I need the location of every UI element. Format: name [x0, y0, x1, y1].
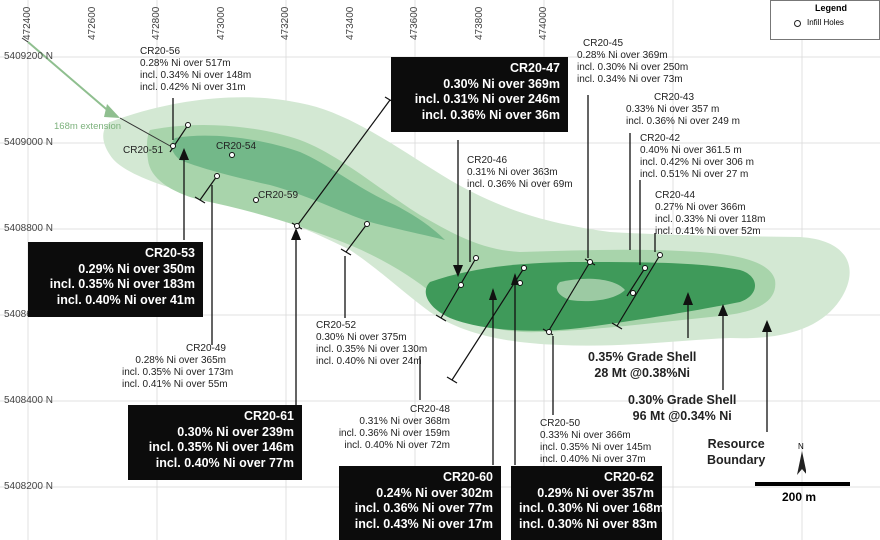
easting-label: 472400: [22, 6, 33, 40]
intercept-cr20-42: CR20-42 0.40% Ni over 361.5 m incl. 0.42…: [640, 133, 754, 180]
easting-label: 472600: [87, 6, 98, 40]
intercept-cr20-46: CR20-46 0.31% Ni over 363m incl. 0.36% N…: [467, 155, 573, 190]
intercept-cr20-52: CR20-52 0.30% Ni over 375m incl. 0.35% N…: [316, 320, 428, 367]
callout-cr20-47: CR20-47 0.30% Ni over 369m incl. 0.31% N…: [391, 57, 568, 132]
easting-label: 473800: [474, 6, 485, 40]
easting-label: 474000: [538, 6, 549, 40]
infill-hole-symbol-icon: [794, 20, 801, 27]
northing-label: 5409000 N: [4, 137, 53, 148]
callout-cr20-62: CR20-62 0.29% Ni over 357m incl. 0.30% N…: [511, 466, 664, 540]
northing-label: 5408200 N: [4, 481, 53, 492]
hole-label: CR20-54: [216, 141, 257, 152]
extension-label: 168m extension: [54, 121, 122, 132]
grade-shell-inner: [171, 135, 445, 240]
northing-label: 5408400 N: [4, 395, 53, 406]
northing-label: 5408800 N: [4, 223, 53, 234]
intercept-cr20-48: CR20-48 0.31% Ni over 368m incl. 0.36% N…: [338, 404, 450, 451]
extension-line: [27, 41, 113, 115]
drill-traces: [169, 99, 661, 381]
easting-label: 472800: [151, 6, 162, 40]
legend-item: Infill Holes: [807, 18, 844, 27]
legend-title: Legend: [815, 3, 848, 13]
easting-label: 473000: [216, 6, 227, 40]
callout-leaders: [172, 95, 768, 465]
arrowheads: [179, 148, 772, 332]
intercept-cr20-50: CR20-50 0.33% Ni over 366m incl. 0.35% N…: [540, 418, 652, 465]
grade-shell-030-label: 0.30% Grade Shell 96 Mt @0.34% Ni: [628, 393, 737, 423]
intercept-cr20-45: CR20-45 0.28% Ni over 369m incl. 0.30% N…: [577, 38, 689, 85]
north-arrow-icon: [797, 451, 806, 475]
callout-cr20-61: CR20-61 0.30% Ni over 239m incl. 0.35% N…: [128, 405, 302, 480]
hole-label: CR20-51: [123, 145, 164, 156]
resource-boundary-label: Resource Boundary: [707, 437, 766, 467]
infill-hole-collars: [170, 122, 663, 335]
scale-bar: [755, 482, 850, 486]
intercept-cr20-56: CR20-56 0.28% Ni over 517m incl. 0.34% N…: [140, 46, 252, 93]
easting-label: 473200: [280, 6, 291, 40]
grade-shell-035-label: 0.35% Grade Shell 28 Mt @0.38%Ni: [588, 350, 697, 380]
northing-label: 5409200 N: [4, 51, 53, 62]
callout-cr20-53: CR20-53 0.29% Ni over 350m incl. 0.35% N…: [28, 242, 203, 317]
legend: Legend Infill Holes: [770, 0, 880, 40]
easting-label: 473400: [345, 6, 356, 40]
hole-label: CR20-59: [258, 190, 299, 201]
scale-bar-label: 200 m: [782, 490, 817, 504]
intercept-cr20-49: CR20-49 0.28% Ni over 365m incl. 0.35% N…: [122, 343, 234, 390]
easting-label: 473600: [409, 6, 420, 40]
intercept-cr20-44: CR20-44 0.27% Ni over 366m incl. 0.33% N…: [655, 190, 766, 237]
north-label: N: [798, 442, 804, 451]
callout-cr20-60: CR20-60 0.24% Ni over 302m incl. 0.36% N…: [339, 466, 501, 540]
intercept-cr20-43: CR20-43 0.33% Ni over 357 m incl. 0.36% …: [626, 92, 740, 127]
